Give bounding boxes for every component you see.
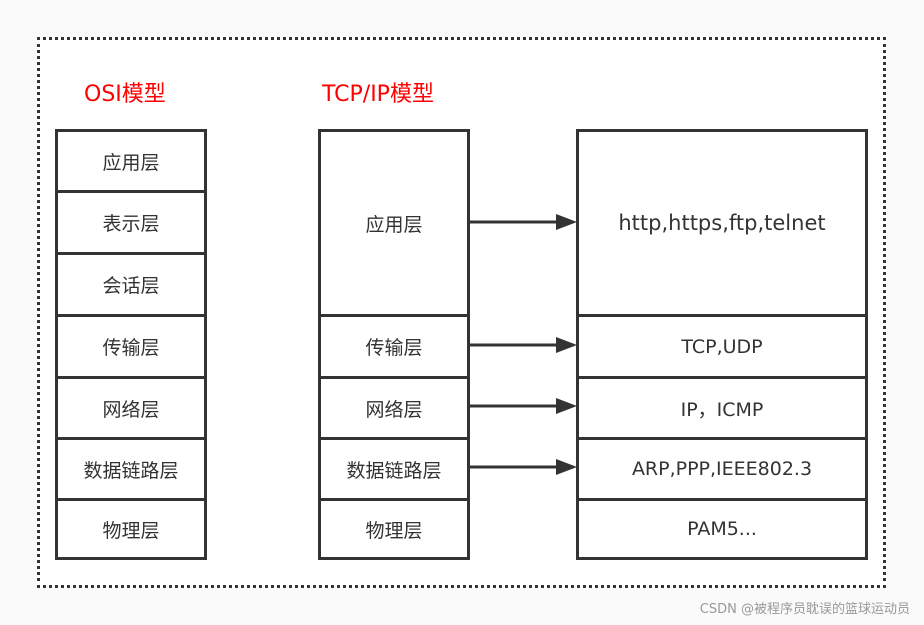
osi-model-title: OSI模型 [84, 82, 166, 107]
arrow-network [470, 398, 577, 414]
protocol-cell: IP，ICMP [576, 376, 868, 440]
tcpip-layer: 传输层 [318, 314, 470, 379]
osi-layer: 网络层 [55, 376, 207, 440]
protocol-label: PAM5... [687, 518, 757, 540]
protocol-label: TCP,UDP [681, 335, 763, 358]
protocol-label: http,https,ftp,telnet [618, 211, 826, 235]
osi-layer-label: 数据链路层 [83, 459, 179, 482]
osi-layer-label: 传输层 [102, 337, 160, 359]
arrow-application [470, 214, 577, 230]
tcpip-layer-label: 传输层 [365, 337, 423, 359]
tcpip-layer-label: 数据链路层 [346, 459, 442, 482]
tcpip-layer-label: 物理层 [365, 519, 423, 542]
osi-layer-label: 会话层 [102, 275, 160, 297]
tcpip-layer: 数据链路层 [318, 437, 470, 501]
protocol-cell: PAM5... [576, 498, 868, 560]
arrow-transport [470, 337, 577, 353]
osi-layer-label: 应用层 [102, 151, 160, 174]
tcpip-layer: 物理层 [318, 498, 470, 560]
arrow-datalink [470, 459, 577, 475]
tcpip-model-title: TCP/IP模型 [322, 82, 434, 107]
protocol-cell: ARP,PPP,IEEE802.3 [576, 437, 868, 501]
protocol-cell: http,https,ftp,telnet [576, 129, 868, 317]
osi-layer: 物理层 [55, 498, 207, 560]
osi-layer-label: 表示层 [102, 213, 160, 235]
protocol-label: ARP,PPP,IEEE802.3 [631, 458, 813, 480]
protocol-stack: http,https,ftp,telnet TCP,UDP IP，ICMP AR… [576, 129, 868, 560]
osi-layer: 应用层 [55, 129, 207, 193]
osi-layer-label: 物理层 [102, 519, 160, 542]
watermark: CSDN @被程序员耽误的篮球运动员 [699, 602, 910, 617]
osi-layer-label: 网络层 [102, 398, 160, 421]
tcpip-layer-label: 应用层 [365, 213, 423, 236]
tcpip-stack: 应用层 传输层 网络层 数据链路层 物理层 [318, 129, 470, 560]
protocol-label: IP，ICMP [680, 398, 764, 421]
osi-layer: 数据链路层 [55, 437, 207, 501]
osi-stack: 应用层 表示层 会话层 传输层 网络层 数据链路层 物理层 [55, 129, 207, 560]
tcpip-layer-label: 网络层 [365, 398, 423, 421]
